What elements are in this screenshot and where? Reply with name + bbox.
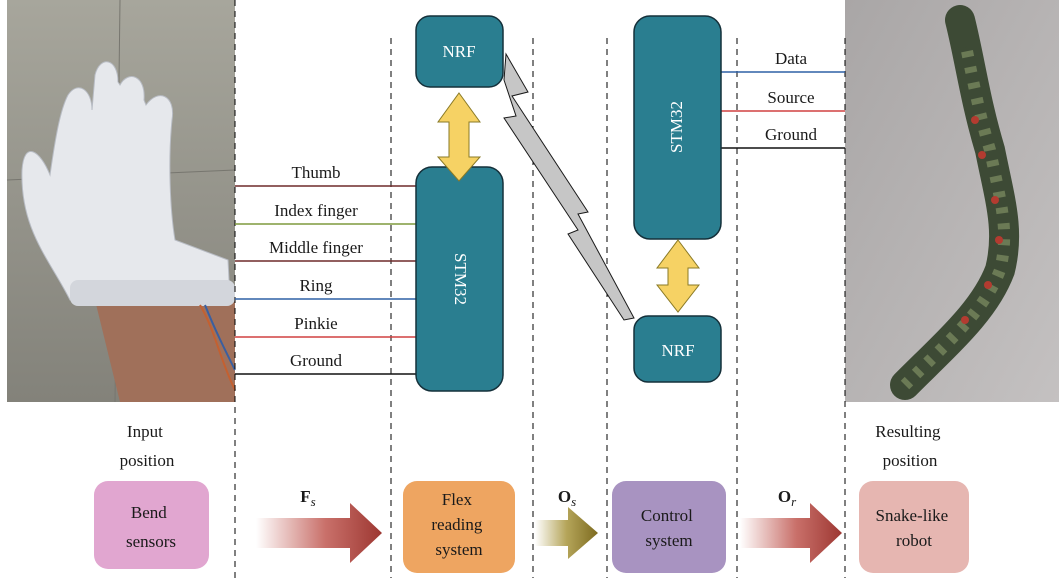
signal-arrow-fs <box>256 503 382 563</box>
robot-wire-label-1: Source <box>767 88 814 107</box>
flex-reading-label: Flex reading system <box>431 490 486 559</box>
snake-robot-block <box>859 481 969 573</box>
glove-photo <box>6 0 236 403</box>
nrf-left-label: NRF <box>442 42 475 61</box>
sensor-wire-label-5: Ground <box>290 351 342 370</box>
nrf-left-chip <box>415 15 504 88</box>
robot-wire-label-2: Ground <box>765 125 817 144</box>
stm32-right-label: STM32 <box>667 101 686 153</box>
sensor-wire-label-3: Ring <box>299 276 333 295</box>
signal-label-fs: Fs <box>300 487 315 509</box>
control-system-label: Control system <box>641 506 697 550</box>
snake-robot-photo <box>845 0 1059 402</box>
signal-arrow-os <box>535 507 598 559</box>
input-position-caption: Input position <box>120 422 175 470</box>
stm32-left-label: STM32 <box>451 253 470 305</box>
sensor-wire-label-1: Index finger <box>274 201 358 220</box>
nrf-right-chip <box>633 315 722 383</box>
signal-label-or: Or <box>778 487 797 509</box>
wireless-link-icon <box>503 52 635 321</box>
nrf-right-label: NRF <box>661 341 694 360</box>
sensor-wire-label-2: Middle finger <box>269 238 363 257</box>
bend-sensors-block <box>94 481 209 569</box>
signal-label-os: Os <box>558 487 576 509</box>
arrow-up-icon <box>655 239 701 313</box>
resulting-position-caption: Resulting position <box>875 422 944 470</box>
stm32-right-chip <box>633 15 722 240</box>
control-system-block <box>612 481 726 573</box>
robot-wire-label-0: Data <box>775 49 808 68</box>
sensor-wire-label-0: Thumb <box>291 163 340 182</box>
signal-arrow-or <box>740 503 842 563</box>
flex-reading-block <box>403 481 515 573</box>
snake-robot-label: Snake-like robot <box>876 506 953 550</box>
bend-sensors-label: Bend sensors <box>126 503 176 551</box>
arrow-up-icon <box>436 92 482 182</box>
sensor-wire-label-4: Pinkie <box>294 314 337 333</box>
